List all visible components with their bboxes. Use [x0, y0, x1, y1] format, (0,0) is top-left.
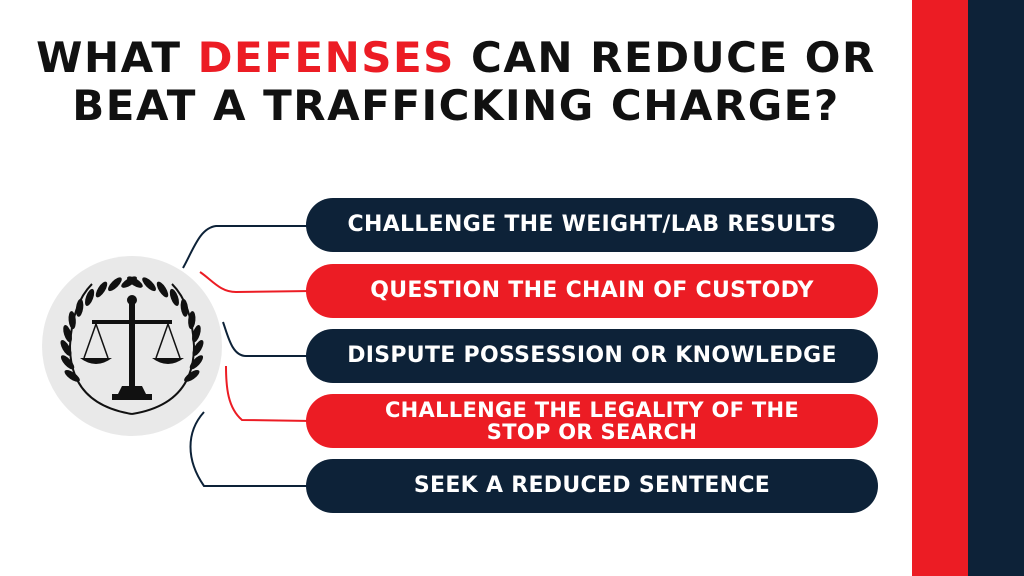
defense-item-label: CHALLENGE THE WEIGHT/LAB RESULTS [347, 212, 837, 237]
defense-item-label-line1: CHALLENGE THE LEGALITY OF THE [384, 398, 800, 422]
defense-item-reduced-sentence: SEEK A REDUCED SENTENCE [306, 459, 878, 513]
laurel-leaf [189, 355, 204, 370]
defense-item-possession-knowledge: DISPUTE POSSESSION OR KNOWLEDGE [306, 329, 878, 383]
scales-icon [80, 295, 184, 400]
laurel-leaf [169, 288, 179, 306]
connector-line-4 [225, 365, 313, 422]
laurel-leaf [180, 298, 189, 317]
laurel-wreath-icon [60, 276, 204, 415]
laurel-leaf [188, 311, 196, 330]
laurel-leaf [60, 355, 75, 370]
defense-item-weight-lab-results: CHALLENGE THE WEIGHT/LAB RESULTS [306, 198, 878, 252]
defense-item-label: QUESTION THE CHAIN OF CUSTODY [370, 278, 814, 303]
scales-of-justice-icon [42, 256, 222, 436]
laurel-leaf [156, 281, 169, 298]
title-highlight: DEFENSES [197, 33, 455, 82]
laurel-leaf [60, 340, 72, 356]
laurel-leaf [127, 276, 143, 288]
laurel-leaf [184, 369, 200, 382]
defense-item-label-line2: STOP OR SEARCH [486, 420, 698, 444]
defense-item-label: CHALLENGE THE LEGALITY OF THE STOP OR SE… [385, 399, 799, 443]
laurel-leaf [64, 369, 80, 382]
laurel-leaf [68, 311, 76, 330]
connector-line-5 [189, 411, 312, 487]
laurel-leaf [142, 277, 156, 292]
right-stripe-navy [968, 0, 1024, 576]
defense-item-label: SEEK A REDUCED SENTENCE [413, 473, 771, 498]
laurel-leaf [192, 325, 201, 343]
title-part1: WHAT [36, 33, 198, 82]
connector-line-1 [182, 225, 312, 269]
right-stripe-red [912, 0, 968, 576]
page-title: WHAT DEFENSES CAN REDUCE OR BEAT A TRAFF… [0, 34, 912, 130]
defense-item-chain-of-custody: QUESTION THE CHAIN OF CUSTODY [306, 264, 878, 318]
laurel-leaf [108, 277, 122, 292]
laurel-leaf [63, 325, 72, 343]
laurel-leaf [85, 288, 95, 306]
title-part2: CAN REDUCE OR [454, 33, 876, 82]
laurel-leaf [95, 281, 108, 298]
laurel-leaf [75, 298, 84, 317]
defense-item-legality-of-stop: CHALLENGE THE LEGALITY OF THE STOP OR SE… [306, 394, 878, 448]
connector-line-2 [199, 271, 313, 294]
laurel-leaf [192, 340, 204, 356]
defense-item-label: DISPUTE POSSESSION OR KNOWLEDGE [347, 343, 837, 368]
title-line2: BEAT A TRAFFICKING CHARGE? [72, 81, 840, 130]
connector-line-3 [222, 321, 312, 357]
